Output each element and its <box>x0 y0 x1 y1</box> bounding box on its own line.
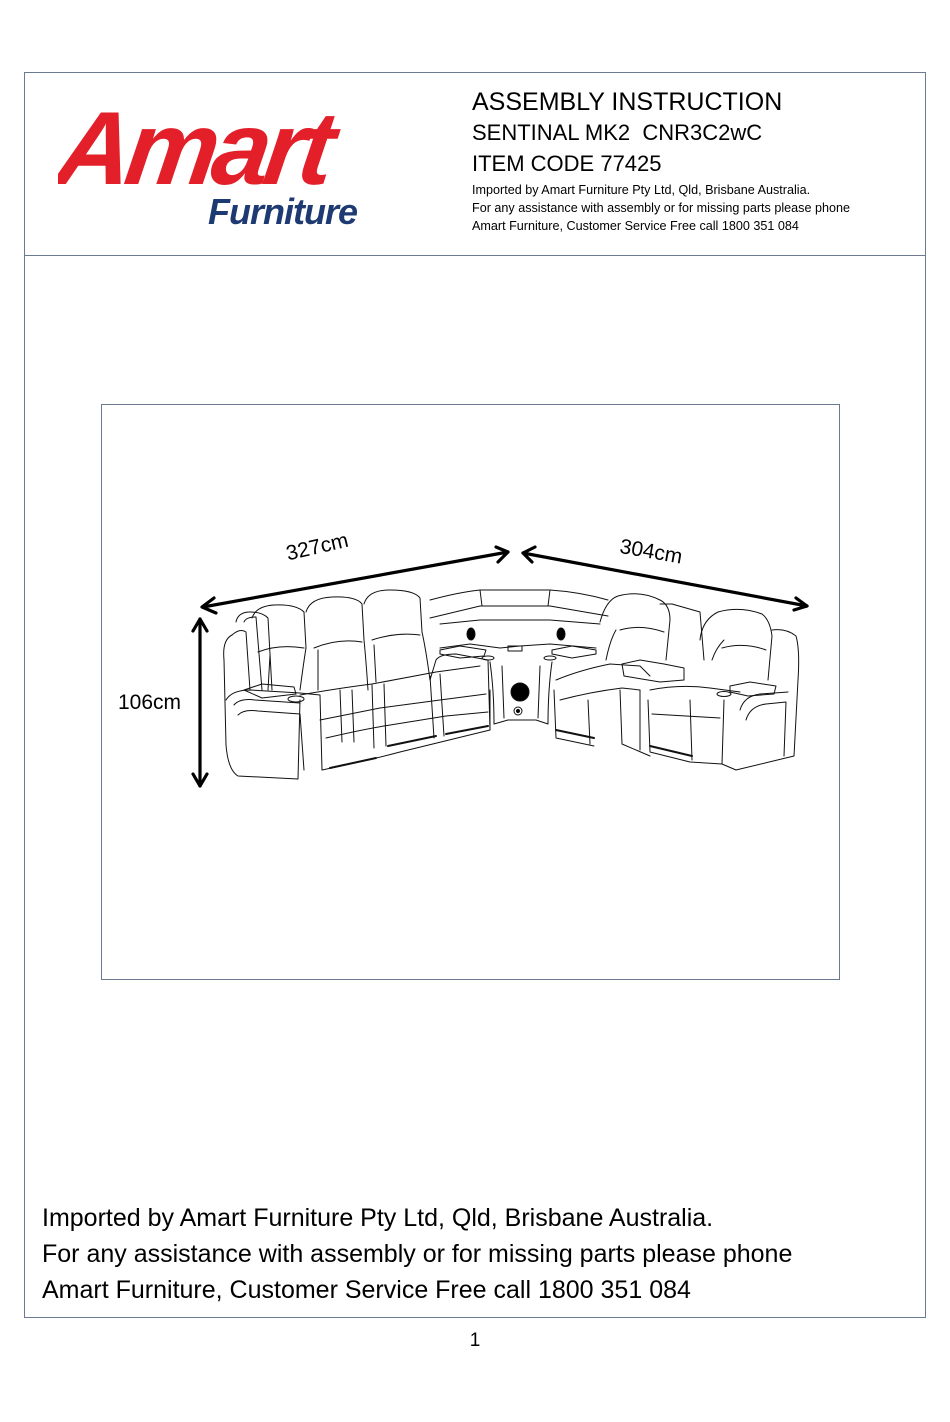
speaker-right-icon <box>556 627 566 641</box>
height-arrow-icon <box>191 617 209 788</box>
left-sofa-section <box>223 589 491 780</box>
footer-line: Amart Furniture, Customer Service Free c… <box>42 1276 691 1304</box>
corner-console-unit <box>429 589 609 725</box>
width-left-arrow-icon <box>200 545 510 615</box>
footer-line: Imported by Amart Furniture Pty Ltd, Qld… <box>42 1204 714 1232</box>
footer-contact-info: Imported by Amart Furniture Pty Ltd, Qld… <box>42 1200 792 1308</box>
logo-amart-wordmark: Amart <box>58 92 347 207</box>
figure-frame <box>101 404 840 980</box>
header-info: Imported by Amart Furniture Pty Ltd, Qld… <box>472 181 922 235</box>
item-code: ITEM CODE 77425 <box>472 151 662 176</box>
speaker-left-icon <box>466 627 476 641</box>
svg-text:Amart: Amart <box>58 92 347 207</box>
svg-text:Furniture: Furniture <box>208 191 358 232</box>
header-info-line: For any assistance with assembly or for … <box>472 201 850 215</box>
page-frame <box>24 72 926 1318</box>
dimension-height: 106cm <box>118 691 182 714</box>
width-right-arrow-icon <box>521 545 809 612</box>
document-title: ASSEMBLY INSTRUCTION <box>472 88 783 116</box>
footer-line: For any assistance with assembly or for … <box>42 1240 793 1268</box>
header-info-line: Amart Furniture, Customer Service Free c… <box>472 219 799 233</box>
page-number: 1 <box>469 1330 481 1351</box>
amart-furniture-logo: Amart Furniture <box>58 92 359 232</box>
header-info-line: Imported by Amart Furniture Pty Ltd, Qld… <box>472 183 811 197</box>
subwoofer-icon <box>510 682 530 702</box>
speaker-port-icon <box>513 706 523 716</box>
product-model: SENTINAL MK2 CNR3C2wC <box>472 120 763 145</box>
logo-furniture-wordmark: Furniture <box>208 191 359 232</box>
header-text-block: ASSEMBLY INSTRUCTION SENTINAL MK2 CNR3C2… <box>472 86 922 235</box>
header-divider <box>24 255 926 256</box>
right-sofa-section <box>553 593 800 771</box>
